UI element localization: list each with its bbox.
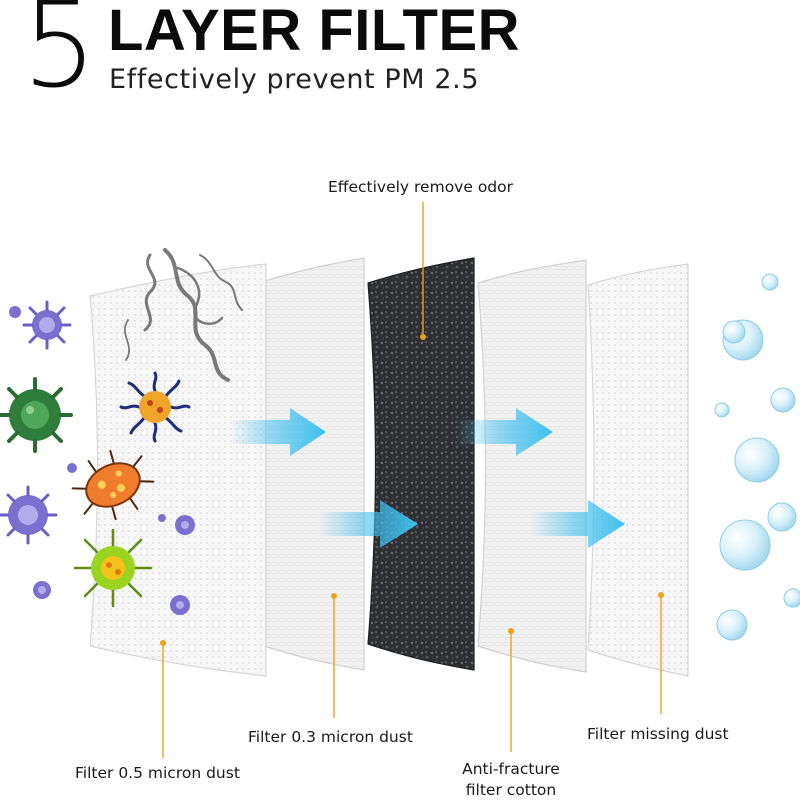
page-subtitle: Effectively prevent PM 2.5 (109, 64, 480, 95)
virus-icon (0, 300, 195, 615)
layer-3-label: Effectively remove odor (328, 178, 513, 196)
layer-4-label: Anti-fracture filter cotton (455, 759, 567, 801)
layer-2-label: Filter 0.3 micron dust (248, 728, 413, 746)
germ-icon (73, 528, 153, 608)
layer-5-label: Filter missing dust (587, 725, 729, 743)
filter-layer-4 (477, 259, 587, 673)
layer-4-label-line-1: Anti-fracture (462, 760, 560, 778)
layer-count-number: 5 (22, 0, 98, 114)
arrow-right-icon (230, 408, 326, 456)
leader-lines (160, 202, 664, 758)
arrow-right-icon (318, 500, 418, 548)
page-title: LAYER FILTER (108, 0, 521, 63)
filter-layer-3-carbon (367, 257, 475, 671)
layer-1-label: Filter 0.5 micron dust (75, 764, 240, 782)
filter-layer-2 (257, 257, 365, 671)
smoke-icon (123, 248, 243, 382)
arrow-right-icon (456, 408, 553, 456)
filter-layer-5 (587, 263, 689, 677)
bacteria-icon (71, 449, 155, 521)
layer-4-label-line-2: filter cotton (465, 781, 557, 799)
arrow-right-icon (530, 500, 625, 548)
clean-air-bubble-icon (714, 273, 800, 641)
header: 5 LAYER FILTER Effectively prevent PM 2.… (0, 0, 800, 120)
germ-icon (119, 371, 191, 443)
